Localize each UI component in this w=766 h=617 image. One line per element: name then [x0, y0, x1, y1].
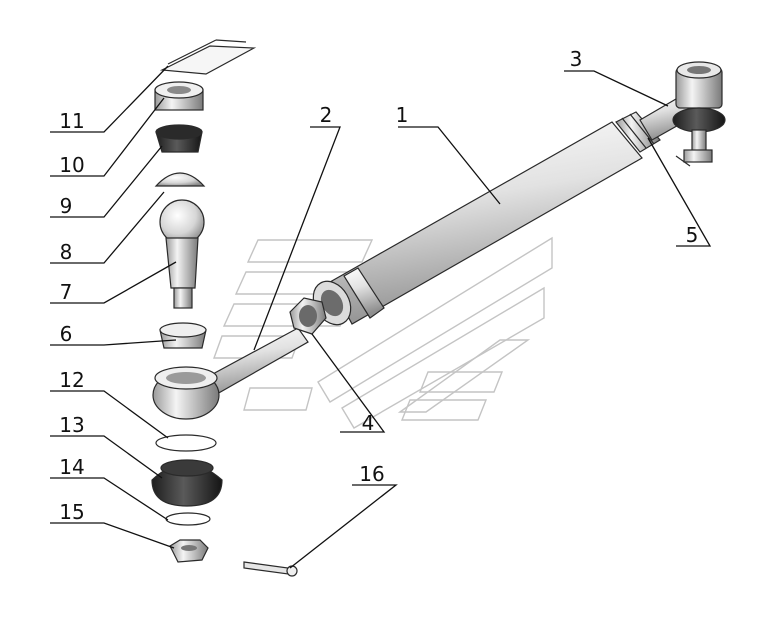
right-tie-rod-end [639, 61, 726, 167]
callout-labels: 1 2 3 4 5 6 7 8 9 10 11 12 13 14 15 16 [59, 47, 698, 524]
callout-12: 12 [59, 368, 84, 392]
seal-9 [155, 124, 203, 153]
lock-nut-4 [289, 297, 327, 335]
callout-11: 11 [59, 109, 84, 133]
callout-16: 16 [359, 462, 384, 486]
callout-3: 3 [570, 47, 583, 71]
spring-ring-12 [155, 434, 217, 452]
main-tube [312, 121, 643, 326]
callout-6: 6 [60, 322, 73, 346]
castle-nut-15 [169, 539, 209, 563]
leader-lines [50, 65, 712, 569]
callout-10: 10 [59, 153, 84, 177]
callout-8: 8 [60, 240, 73, 264]
callout-4: 4 [362, 411, 375, 435]
retaining-ring-14 [165, 512, 211, 526]
boot-13 [151, 459, 223, 507]
shim-plate-11 [159, 39, 257, 75]
callout-1: 1 [396, 103, 409, 127]
liner-8 [154, 172, 206, 187]
callout-13: 13 [59, 413, 84, 437]
callout-14: 14 [59, 455, 84, 479]
callout-15: 15 [59, 500, 84, 524]
clamp-5 [615, 111, 661, 153]
left-rod [152, 327, 309, 420]
bushing-6 [159, 322, 207, 349]
callout-9: 9 [60, 194, 73, 218]
cotter-pin-16 [243, 561, 298, 577]
callout-5: 5 [686, 223, 699, 247]
callout-7: 7 [60, 280, 73, 304]
callout-2: 2 [320, 103, 333, 127]
ball-stud-7 [159, 199, 205, 309]
cap-ring-10 [154, 81, 204, 111]
